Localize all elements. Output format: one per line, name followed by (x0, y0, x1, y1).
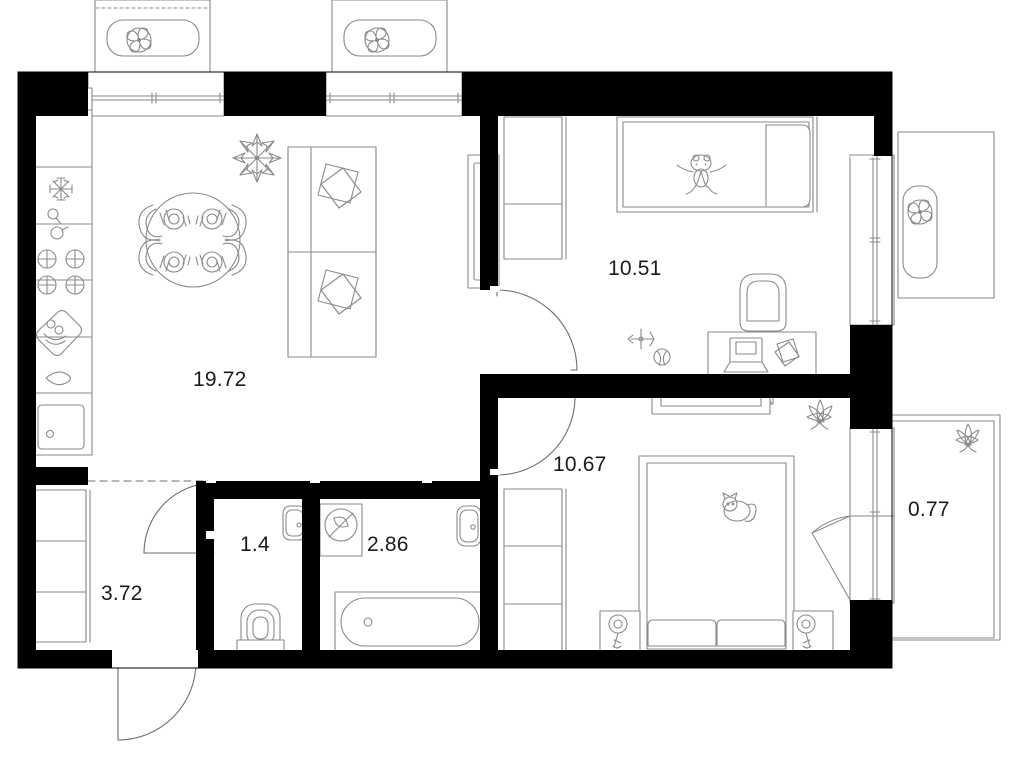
wardrobe-bedroom (503, 488, 567, 662)
plant-icon-balcony (955, 423, 980, 453)
dishes-icon (35, 309, 83, 357)
window-living-left (87, 71, 225, 117)
dining-chair-icon-1 (138, 204, 163, 241)
teddy-bear-icon (676, 154, 727, 195)
double-bed-icon (638, 455, 795, 657)
single-bed-icon (616, 116, 818, 213)
plant-icon-bedroom (806, 399, 833, 430)
cat-icon (722, 492, 757, 522)
dining-table-icon (138, 192, 247, 288)
wardrobe-kids (503, 116, 567, 260)
dining-chair-icon-3 (138, 239, 163, 276)
area-label-hall: 3.72 (101, 582, 143, 605)
plant-icon-living (232, 133, 282, 183)
window-kids (849, 154, 895, 326)
kitchen-counter (29, 87, 93, 456)
area-label-living-kitchen: 19.72 (193, 368, 247, 391)
wardrobe-hall (29, 489, 91, 643)
ac-unit-icon-3 (902, 185, 938, 279)
sofa-icon (287, 146, 377, 358)
desk-chair-icon (739, 273, 787, 332)
window-bedroom (849, 427, 895, 604)
small-sink-icon (282, 505, 307, 541)
window-living-right (325, 71, 463, 117)
dining-chair-icon-4 (222, 239, 247, 276)
balcony-top-right (331, 0, 448, 73)
entry-door (117, 661, 197, 741)
balcony-right-lower (883, 414, 1001, 641)
wall-outline (17, 71, 893, 669)
kitchen-sink-icon (37, 404, 85, 450)
walls (18, 72, 892, 668)
kids-room-door (496, 289, 578, 371)
table-lamp-icon-right (796, 614, 816, 649)
area-label-bathroom: 2.86 (367, 533, 409, 556)
ac-unit-icon-2 (343, 19, 437, 57)
cooktop-icon (37, 249, 85, 295)
small-appliance-icon (47, 208, 69, 240)
balcony-top-left (94, 0, 211, 73)
washing-machine-icon (319, 503, 363, 557)
notebook-icon (774, 338, 800, 367)
area-label-balcony: 0.77 (908, 498, 950, 521)
area-label-bedroom: 10.67 (553, 453, 607, 476)
balcony-door (811, 515, 851, 601)
toilet-icon (236, 603, 285, 659)
sink-icon (456, 505, 482, 547)
kettle-icon (45, 371, 72, 386)
toy-airplane-icon (627, 328, 655, 350)
table-lamp-icon-left (608, 614, 628, 649)
area-label-wc: 1.4 (240, 533, 270, 556)
wall-openings (112, 156, 874, 668)
laptop-icon (723, 337, 769, 373)
refrigerator-icon (49, 177, 73, 201)
bathtub-icon (334, 591, 486, 653)
area-label-kids-room: 10.51 (608, 257, 662, 280)
ac-unit-icon-1 (106, 19, 200, 57)
dining-chair-icon-2 (222, 204, 247, 241)
balcony-right-upper (897, 131, 995, 299)
toy-ball-icon (653, 348, 671, 366)
